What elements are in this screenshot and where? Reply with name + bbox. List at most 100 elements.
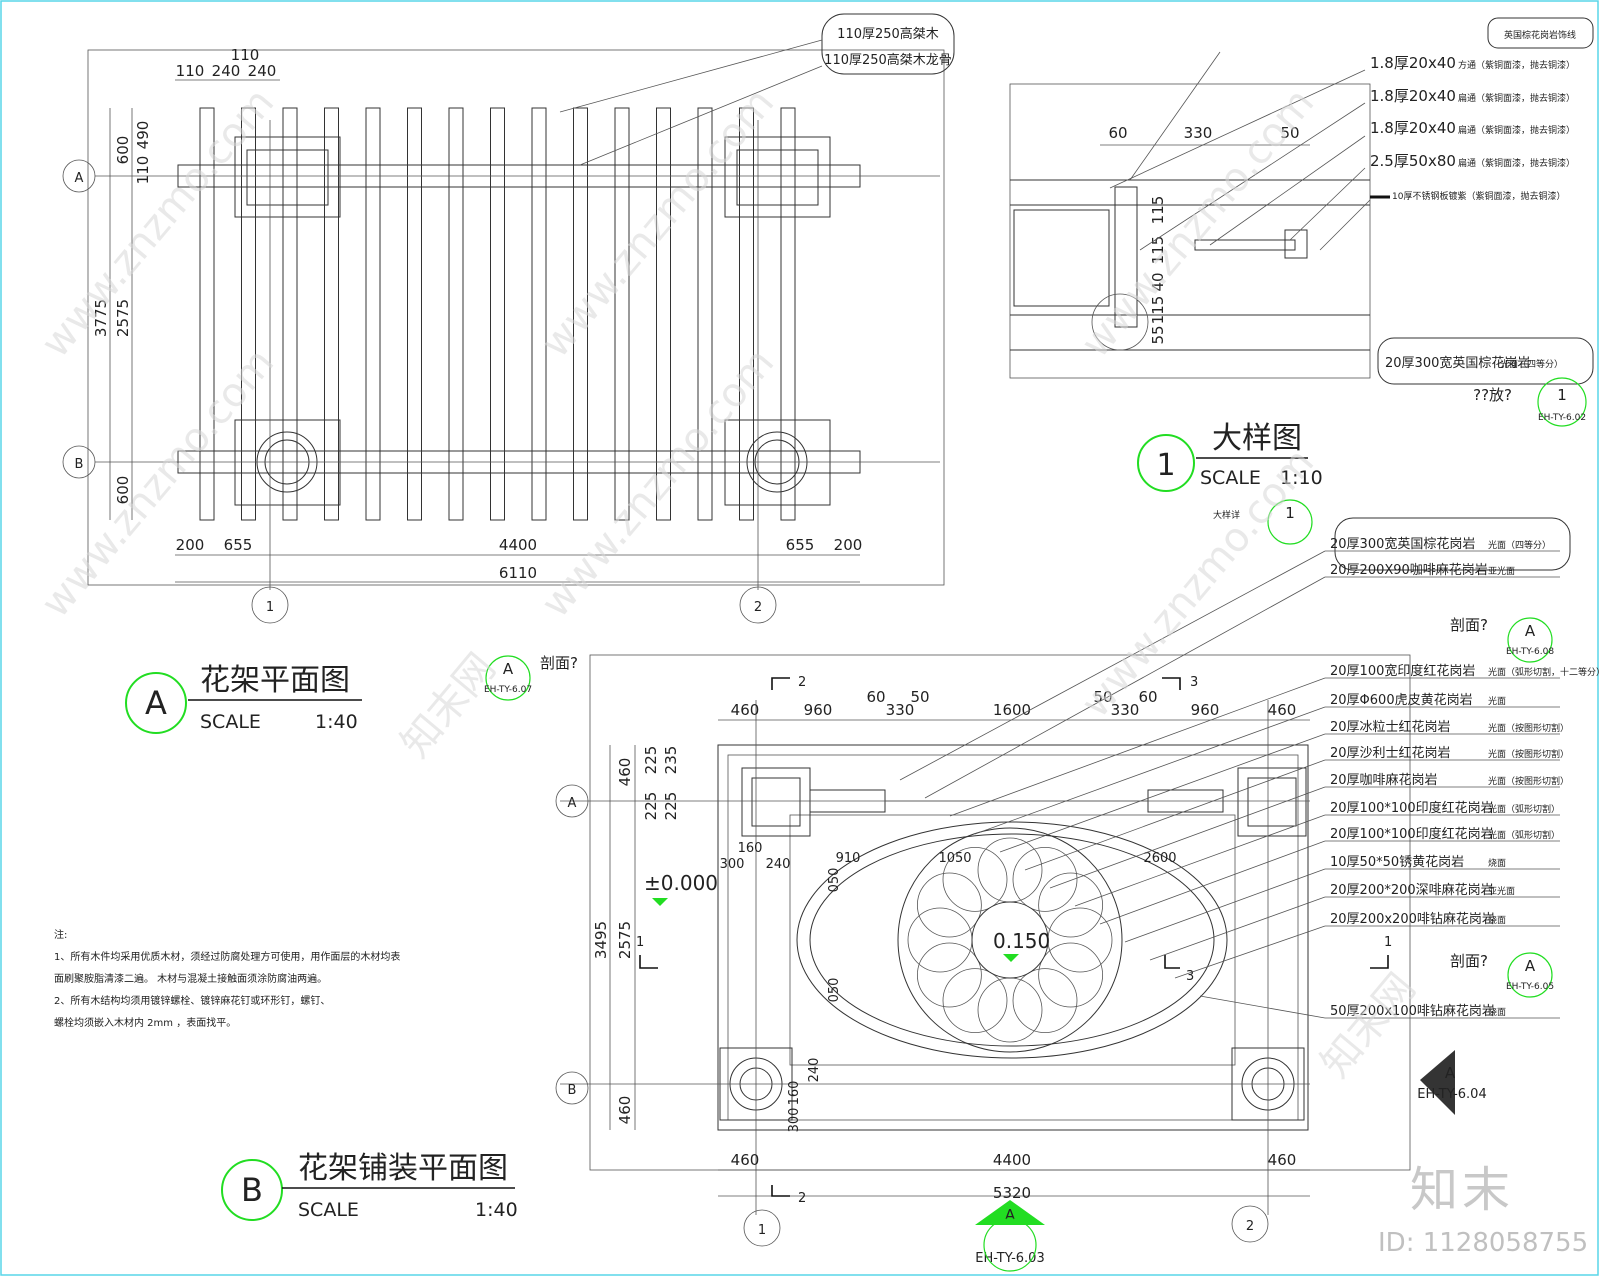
b-dim-bot-3: 460 [1268,1151,1297,1169]
detail-callout-3b: 扁通（紫铜面漆，抛去铜漆） [1458,124,1575,136]
level-2: 0.150 [993,929,1050,953]
b-inner-4: 910 [836,851,861,866]
brand-watermark: 知末 [1410,1162,1515,1218]
level-2-marker [1003,954,1019,962]
wm-2: www.znzmo.com [532,80,783,367]
slat [490,107,505,521]
axis-b-a: A [568,796,577,811]
flower-petal [1038,872,1104,938]
callout-leader [1024,759,1326,871]
ref-608-label: 剖面? [1450,616,1488,634]
ref-607-label: 剖面? [540,654,578,672]
b-inner-8: 050 [827,978,842,1003]
axis-1-label: 1 [266,600,274,615]
title-1-number: 1 [1156,448,1175,483]
detail-ref-code: EH-TY-6.02 [1538,413,1586,423]
sec-1-right: 1 [1384,935,1392,950]
callout-spec: 20厚200*200深啡麻花岗岩 [1330,882,1494,898]
callout-finish: 烧面 [1488,857,1506,869]
axis-2-bubble [739,586,777,624]
b-dim-top-7: 50 [1093,688,1112,706]
dim-top-2: 240 [212,62,241,80]
dim-bot-5: 200 [834,536,863,554]
axis-a-label: A [75,171,84,186]
ref-607-letter: A [503,660,514,678]
flower-petal [977,837,1043,903]
dim-bot-2: 655 [224,536,253,554]
wm-3: www.znzmo.com [32,340,283,627]
notes-block: 注: 1、所有木件均采用优质木材，须经过防腐处理方可使用，用作面层的木材均表 面… [54,925,400,1035]
callout-cloud [821,13,955,75]
flower-petal [1047,907,1113,973]
detail-1: 60 330 50 115 115 40 115 55 英国棕花岗岩饰线 1.8… [1009,17,1594,492]
sec-1-left: 1 [636,935,644,950]
flower-petal [907,907,973,973]
detail-callout-2: 1.8厚20x40 [1370,87,1456,105]
ref-605-letter: A [1525,957,1536,975]
callout-spec: 20厚咖啡麻花岗岩 [1330,772,1438,788]
slat [531,107,547,521]
wm-4: www.znzmo.com [532,340,783,627]
callout-spec: 10厚50*50锈黄花岗岩 [1330,854,1464,870]
axis-2-label: 2 [754,600,762,615]
callout-leader [1174,925,1326,979]
detail-dim-2: 330 [1184,124,1213,142]
ref-604-letter: A [1445,1064,1456,1082]
paving-field [727,754,1299,1121]
b-inner-1: 160 [738,841,763,856]
wm-7: 知末网 [392,645,504,766]
title-1-circle [1137,434,1195,492]
callout-spec: 20厚200X90咖啡麻花岗岩 [1330,562,1488,578]
title-b-circle [221,1159,283,1221]
slat [573,107,588,521]
slat [739,107,754,521]
detail-side-2: 115 [1149,236,1167,265]
callout-spec: 20厚200x200啡钻麻花岗岩 [1330,911,1495,927]
b-inner-9: 160 [787,1081,802,1106]
detail-side-3: 40 [1149,272,1167,291]
slat [282,107,298,521]
detail-dim-3: 50 [1280,124,1299,142]
callout-finish: 光面（弧形切割） [1488,829,1560,841]
dim-left-2: 110 [134,156,152,185]
dim-left-6: 600 [114,476,132,505]
plan-b-outline [589,654,1411,1171]
callout-spec: 20厚100*100印度红花岗岩 [1330,826,1494,842]
detail-callout-1: 1.8厚20x40 [1370,54,1456,72]
b-dim-bot-2: 4400 [993,1151,1031,1169]
flower-outer [897,827,1123,1053]
sec-2-top: 2 [798,675,806,690]
callout-finish: 光面（按图形切割） [1488,748,1569,760]
callout-leader [1149,896,1326,961]
detail-ref-label: 大样详 [1213,509,1240,521]
callout-spec: 50厚200x100啡钻麻花岗岩 [1330,1003,1495,1019]
detail-callout-6: 20厚300宽英国棕花岗岩 [1385,355,1530,371]
axis-b-2: 2 [1246,1219,1254,1234]
flower-center [971,901,1049,979]
document-id: ID: 1128058755 [1378,1228,1589,1258]
level-1: ±0.000 [644,871,718,895]
b-dim-top-9: 60 [1138,688,1157,706]
dim-bot-1: 200 [176,536,205,554]
ref-605-code: EH-TY-6.05 [1506,982,1554,992]
ref-608-letter: A [1525,622,1536,640]
callout-leader [1074,814,1326,907]
callout-spec: 20厚Φ600虎皮黄花岗岩 [1330,692,1473,708]
ref-605-label: 剖面? [1450,952,1488,970]
plan-b: A B 1 2 460 960 60 330 50 1600 50 330 60… [221,499,1600,1272]
callout-list: 20厚300宽英国棕花岗岩光面（四等分）20厚200X90咖啡麻花岗岩亚光面20… [899,536,1600,1019]
callout-spec: 20厚300宽英国棕花岗岩 [1330,536,1475,552]
detail-side-1: 115 [1149,196,1167,225]
mesh-field [789,814,1236,1066]
flower-petal [977,977,1043,1043]
column-base-b1 [234,419,341,506]
column-cap-a1 [234,136,341,218]
b-dim-top-5: 50 [910,688,929,706]
callout-leader [974,706,1326,835]
plan-a: A B 1 2 110 240 240 110 600 110 490 3775… [62,13,955,734]
callout-finish: 光面（弧形切割，十二等分） [1488,666,1600,678]
callout-finish: 亚光面 [1488,565,1515,577]
title-b-text: 花架铺装平面图 [298,1151,508,1186]
